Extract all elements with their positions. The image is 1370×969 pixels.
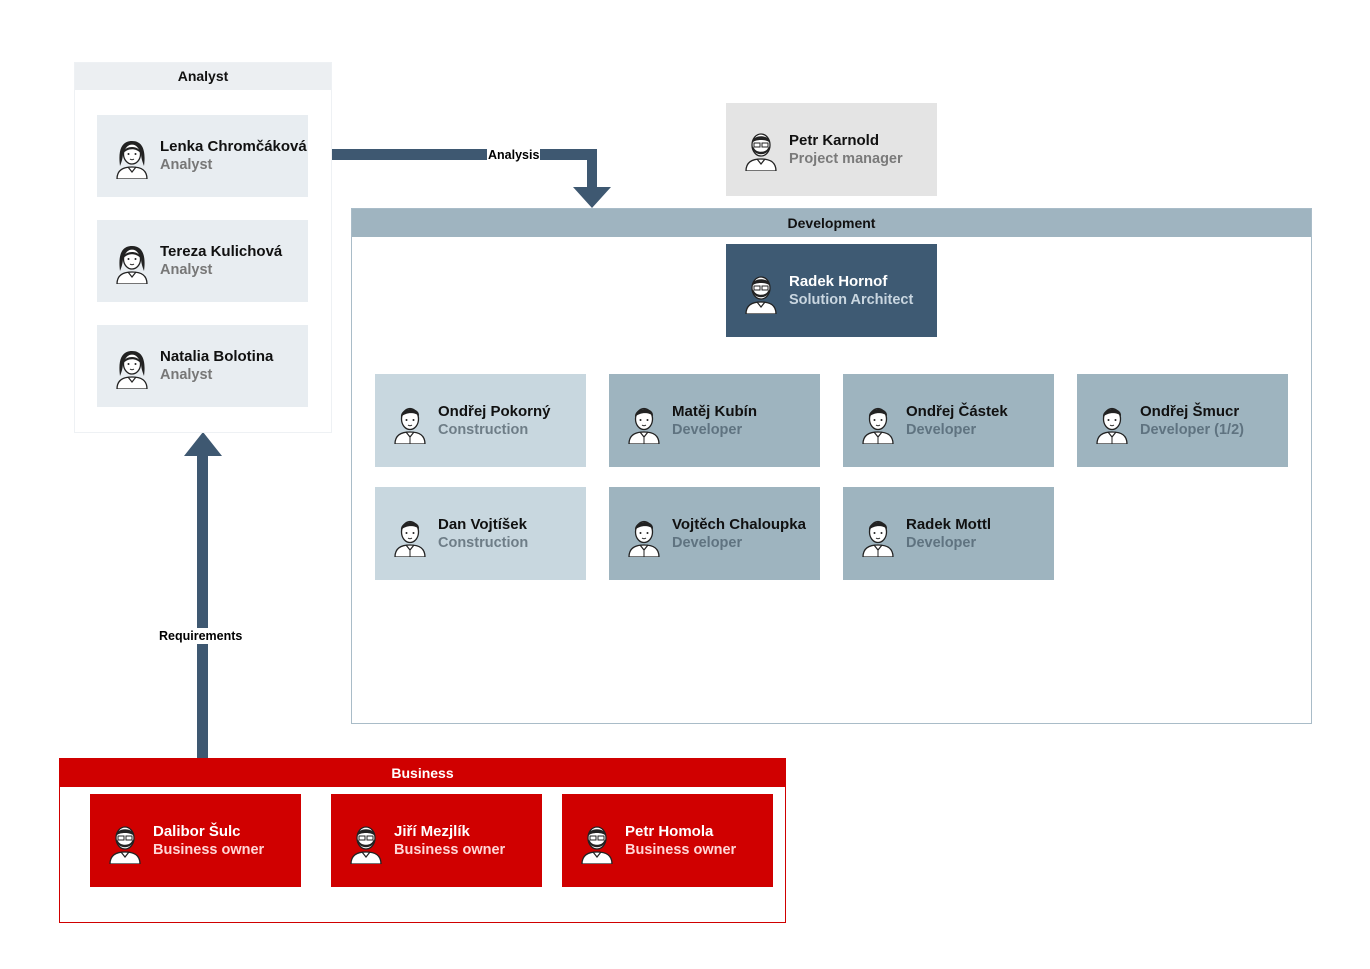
- development-group: Development: [351, 208, 1312, 724]
- person-role: Business owner: [153, 842, 265, 858]
- person-role: Developer: [906, 535, 977, 551]
- person-role: Developer (1/2): [1140, 422, 1244, 438]
- business-group: Business: [59, 758, 786, 923]
- male-avatar-icon: [394, 407, 426, 444]
- requirements-label: Requirements: [157, 628, 245, 644]
- person-role: Analyst: [160, 157, 213, 173]
- male-avatar-icon: [862, 520, 894, 557]
- bearded-male-avatar-icon: [745, 133, 777, 171]
- development-group-title: Development: [787, 215, 876, 231]
- person-role: Developer: [672, 535, 743, 551]
- person-role: Solution Architect: [789, 292, 914, 308]
- analysis-arrow: [332, 149, 611, 208]
- analyst-group-header: Analyst: [75, 63, 331, 90]
- male-avatar-icon: [862, 407, 894, 444]
- person-name: Lenka Chromčáková: [160, 138, 307, 155]
- person-name: Jiří Mezjlík: [394, 823, 470, 840]
- female-avatar-icon: [116, 246, 148, 284]
- person-name: Dalibor Šulc: [153, 823, 241, 840]
- analyst-group: Analyst: [74, 62, 332, 433]
- bearded-male-avatar-icon: [350, 826, 382, 864]
- person-role: Developer: [906, 422, 977, 438]
- female-avatar-icon: [116, 351, 148, 389]
- male-avatar-icon: [628, 407, 660, 444]
- person-role: Business owner: [625, 842, 737, 858]
- person-name: Ondřej Částek: [906, 403, 1008, 420]
- business-group-header: Business: [60, 759, 785, 787]
- bearded-male-avatar-icon: [581, 826, 613, 864]
- person-card-project-manager[interactable]: Petr Karnold Project manager: [726, 103, 937, 196]
- person-name: Ondřej Šmucr: [1140, 403, 1240, 420]
- person-role: Construction: [438, 535, 529, 551]
- person-name: Tereza Kulichová: [160, 243, 283, 260]
- analysis-label: Analysis: [487, 148, 541, 162]
- person-role: Analyst: [160, 262, 213, 278]
- requirements-arrow: [184, 432, 222, 758]
- bearded-male-avatar-icon: [109, 826, 141, 864]
- person-name: Natalia Bolotina: [160, 348, 274, 365]
- person-name: Ondřej Pokorný: [438, 403, 551, 420]
- person-name: Radek Mottl: [906, 516, 992, 533]
- person-role: Construction: [438, 422, 529, 438]
- bearded-male-avatar-icon: [745, 276, 777, 314]
- male-avatar-icon: [394, 520, 426, 557]
- person-role: Project manager: [789, 151, 903, 167]
- person-name: Radek Hornof: [789, 273, 888, 290]
- business-group-title: Business: [391, 765, 454, 781]
- development-group-header: Development: [352, 209, 1311, 237]
- person-name: Vojtěch Chaloupka: [672, 516, 806, 533]
- person-name: Petr Homola: [625, 823, 714, 840]
- male-avatar-icon: [628, 520, 660, 557]
- person-role: Analyst: [160, 367, 213, 383]
- male-avatar-icon: [1096, 407, 1128, 444]
- person-name: Matěj Kubín: [672, 403, 757, 420]
- female-avatar-icon: [116, 141, 148, 179]
- person-role: Business owner: [394, 842, 506, 858]
- person-name: Petr Karnold: [789, 132, 880, 149]
- person-name: Dan Vojtíšek: [438, 516, 527, 533]
- person-role: Developer: [672, 422, 743, 438]
- analyst-group-title: Analyst: [177, 68, 229, 84]
